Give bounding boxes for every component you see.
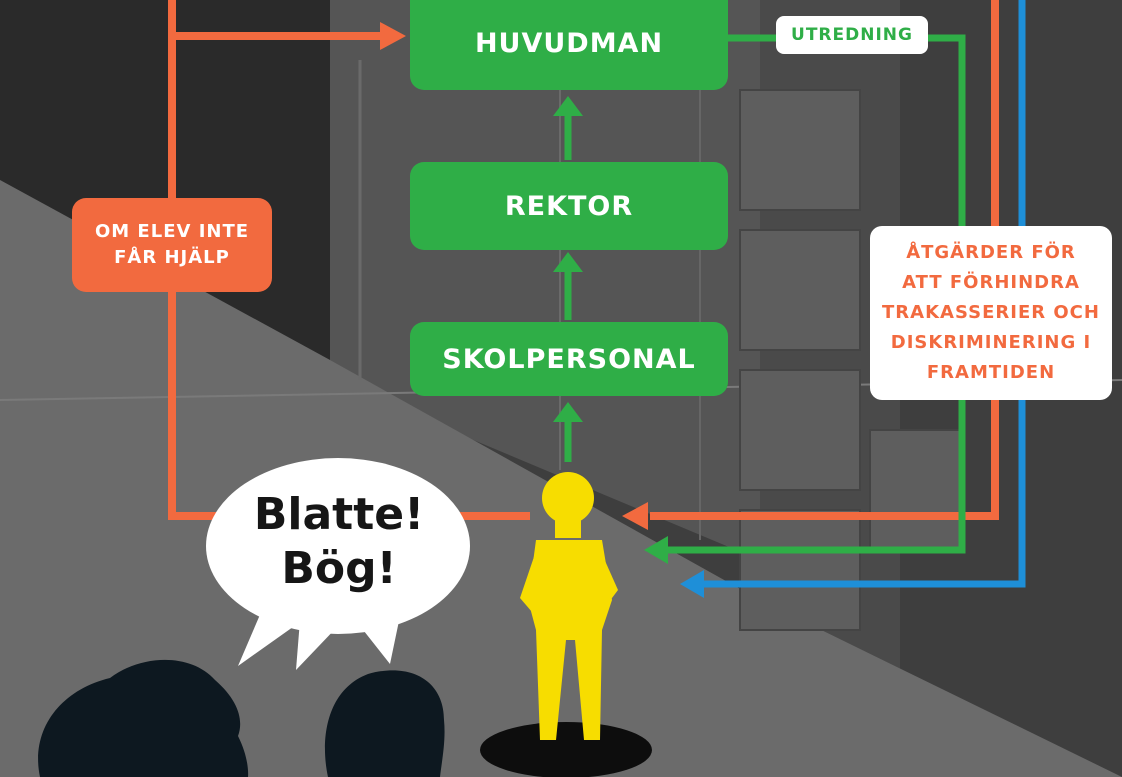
atgarder-line-2: ATT FÖRHINDRA	[902, 272, 1080, 293]
orange-arrow-into-huvudman	[380, 22, 406, 50]
speech-line-1: Blatte!	[253, 489, 425, 540]
huvudman-box: HUVUDMAN	[410, 0, 728, 90]
atgarder-box: ÅTGÄRDER FÖR ATT FÖRHINDRA TRAKASSERIER …	[870, 226, 1112, 400]
utredning-box: UTREDNING	[776, 16, 928, 54]
atgarder-line-5: FRAMTIDEN	[926, 362, 1056, 383]
om-elev-line-1: OM ELEV INTE	[94, 221, 250, 242]
green-arrow-up-2	[553, 252, 583, 272]
skolpersonal-box: SKOLPERSONAL	[410, 322, 728, 396]
atgarder-line-3: TRAKASSERIER OCH	[882, 302, 1100, 323]
rektor-box: REKTOR	[410, 162, 728, 250]
speech-text: Blatte! Bög!	[210, 488, 468, 596]
blue-arrow-to-student	[680, 570, 704, 598]
green-arrow-to-student	[644, 536, 668, 564]
green-arrow-up-1	[553, 402, 583, 422]
atgarder-line-4: DISKRIMINERING I	[890, 332, 1092, 353]
huvudman-label: HUVUDMAN	[474, 27, 664, 59]
atgarder-line-1: ÅTGÄRDER FÖR	[906, 242, 1076, 263]
utredning-label: UTREDNING	[791, 25, 913, 45]
skolpersonal-label: SKOLPERSONAL	[442, 343, 696, 375]
rektor-label: REKTOR	[504, 190, 634, 222]
orange-arrow-to-student	[622, 502, 648, 530]
om-elev-box: OM ELEV INTE FÅR HJÄLP	[72, 198, 272, 292]
om-elev-line-2: FÅR HJÄLP	[114, 247, 230, 268]
green-arrow-up-3	[553, 96, 583, 116]
speech-line-2: Bög!	[281, 543, 397, 594]
